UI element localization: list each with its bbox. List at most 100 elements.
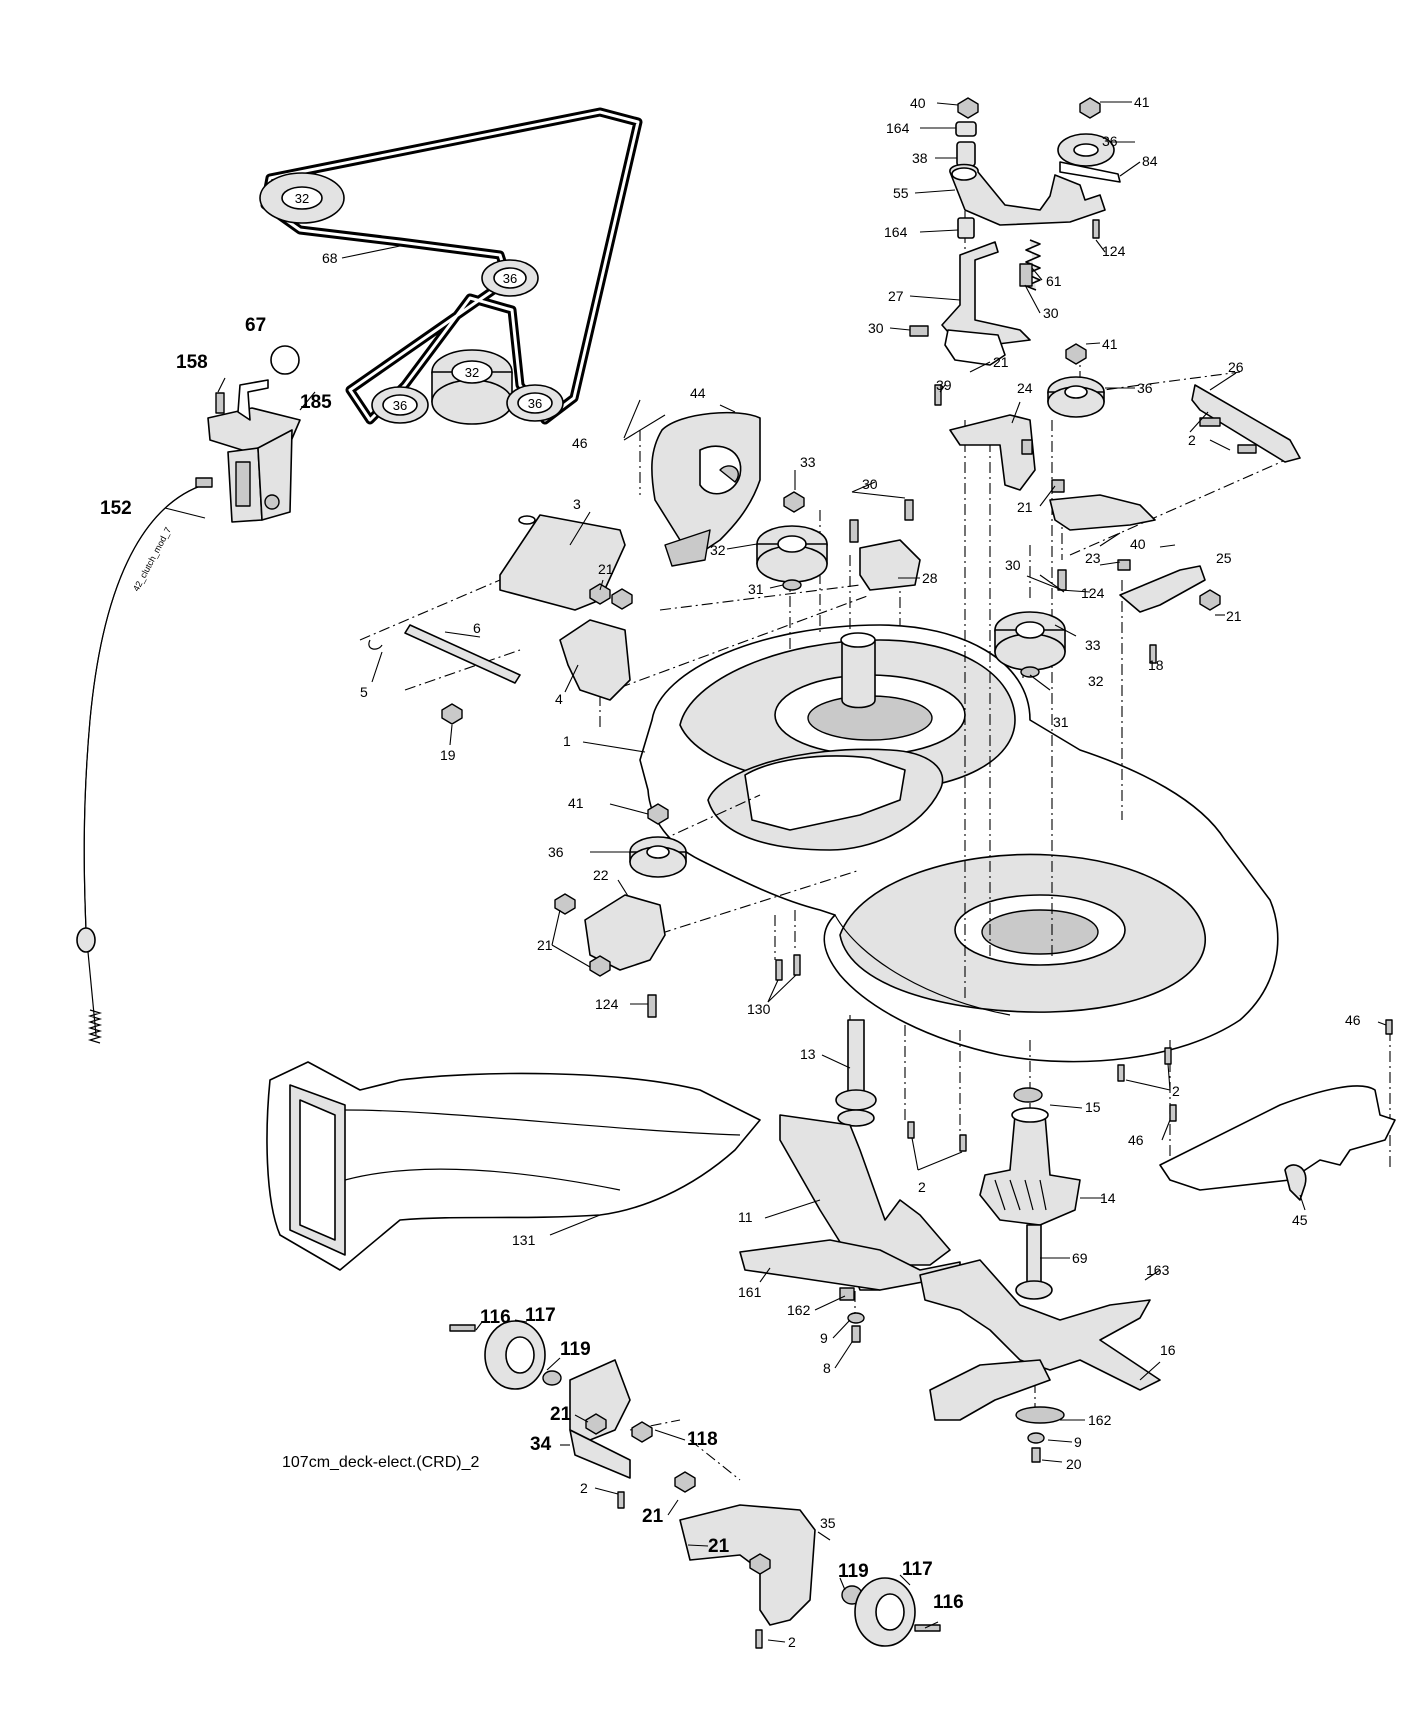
callout-label: 24 xyxy=(1017,380,1033,396)
nut-icon xyxy=(1199,589,1221,611)
callout-label: 3 xyxy=(573,496,581,512)
clutch-cable: 42_clutch_mod_7 xyxy=(76,477,213,1044)
callout-label: 27 xyxy=(888,288,904,304)
callout-label: 2 xyxy=(788,1634,796,1650)
nut-icon xyxy=(441,703,463,725)
callout-label: 11 xyxy=(738,1209,753,1225)
deflector-45 xyxy=(1159,1019,1396,1201)
callout-label: 30 xyxy=(1005,557,1021,573)
callout-label: 36 xyxy=(548,844,564,860)
cable-tag: 42_clutch_mod_7 xyxy=(131,525,173,592)
spindle-housing-14 xyxy=(979,1087,1081,1226)
callout-label: 164 xyxy=(886,120,910,136)
callout-label: 21 xyxy=(537,937,553,953)
nut-icon xyxy=(589,955,611,977)
callout-label: 21 xyxy=(642,1506,664,1527)
callout-label: 26 xyxy=(1228,359,1244,375)
clutch-bracket xyxy=(207,345,301,523)
blade-163 xyxy=(919,1259,1161,1463)
callout-label: 40 xyxy=(910,95,926,111)
callout-label: 158 xyxy=(176,352,208,373)
nut-icon xyxy=(1079,97,1101,119)
callout-label: 18 xyxy=(1148,657,1164,673)
nut-icon xyxy=(749,1553,771,1575)
callout-label: 131 xyxy=(512,1232,536,1248)
callout-label: 55 xyxy=(893,185,909,201)
callout-label: 41 xyxy=(568,795,584,811)
callout-label: 46 xyxy=(1128,1132,1144,1148)
belt-assembly: 32 36 32 36 36 xyxy=(259,107,643,425)
callout-label: 1 xyxy=(563,733,571,749)
nut-icon xyxy=(611,588,633,610)
callout-label: 33 xyxy=(1085,637,1101,653)
spindle-shaft-13 xyxy=(835,1019,877,1127)
callout-label: 68 xyxy=(322,250,338,266)
bracket-26 xyxy=(1191,384,1301,463)
nut-icon xyxy=(589,583,611,605)
callout-label: 19 xyxy=(440,747,456,763)
callout-label: 39 xyxy=(936,377,952,393)
callout-label: 21 xyxy=(708,1536,730,1557)
callout-label: 21 xyxy=(993,354,1009,370)
callout-label: 41 xyxy=(1102,336,1118,352)
callout-label: 32 xyxy=(710,542,726,558)
callout-label: 13 xyxy=(800,1046,816,1062)
callout-label: 163 xyxy=(1146,1262,1170,1278)
gauge-wheel-left xyxy=(449,1320,653,1509)
callout-label: 16 xyxy=(1160,1342,1176,1358)
svg-text:32: 32 xyxy=(465,365,479,380)
idler-pulley-36-upper xyxy=(1047,343,1105,418)
pulley-icon: 36 xyxy=(371,386,429,424)
pulley-icon: 36 xyxy=(506,384,564,422)
callout-label: 9 xyxy=(820,1330,828,1346)
callout-label: 124 xyxy=(595,996,619,1012)
callout-label: 32 xyxy=(1088,673,1104,689)
callout-label: 6 xyxy=(473,620,481,636)
rod-6 xyxy=(368,624,521,684)
callout-label: 119 xyxy=(838,1561,869,1582)
callout-label: 67 xyxy=(245,315,266,336)
callout-label: 119 xyxy=(560,1339,591,1360)
pulley-32-left xyxy=(756,491,914,591)
callout-label: 161 xyxy=(738,1284,762,1300)
spindle-shaft-69 xyxy=(1015,1224,1053,1300)
gauge-wheel-right xyxy=(674,1471,941,1649)
callout-label: 34 xyxy=(530,1434,552,1455)
bracket-4 xyxy=(441,583,633,725)
callout-label: 14 xyxy=(1100,1190,1116,1206)
leader-lines xyxy=(164,101,1387,1643)
nut-icon xyxy=(585,1413,607,1435)
callout-label: 31 xyxy=(748,581,764,597)
callout-label: 164 xyxy=(884,224,908,240)
nut-icon xyxy=(554,893,576,915)
callout-label: 117 xyxy=(525,1305,556,1326)
bracket-3 xyxy=(499,514,626,611)
callout-label: 35 xyxy=(820,1515,836,1531)
callout-label: 4 xyxy=(555,691,563,707)
callout-label: 116 xyxy=(933,1592,964,1613)
callout-label: 162 xyxy=(787,1302,811,1318)
svg-text:36: 36 xyxy=(503,271,517,286)
svg-text:36: 36 xyxy=(528,396,542,411)
pulley-36-left xyxy=(629,803,687,878)
nut-icon xyxy=(674,1471,696,1493)
callout-label: 61 xyxy=(1046,273,1062,289)
callout-label: 22 xyxy=(593,867,609,883)
idler-arm-assembly xyxy=(909,97,1121,406)
blade-adaptor-11 xyxy=(779,1114,951,1291)
callout-label: 30 xyxy=(868,320,884,336)
callout-label: 45 xyxy=(1292,1212,1308,1228)
callout-label: 21 xyxy=(550,1404,572,1425)
callout-label: 185 xyxy=(300,392,332,413)
callout-label: 130 xyxy=(747,1001,771,1017)
callout-labels: 40 41 164 36 84 38 55 164 124 61 27 30 3… xyxy=(100,94,1361,1650)
callout-label: 31 xyxy=(1053,714,1069,730)
callout-label: 162 xyxy=(1088,1412,1112,1428)
mower-deck-housing xyxy=(639,624,1279,1063)
callout-label: 41 xyxy=(1134,94,1150,110)
callout-label: 33 xyxy=(800,454,816,470)
callout-label: 118 xyxy=(687,1429,718,1450)
nut-icon xyxy=(957,97,979,119)
callout-label: 2 xyxy=(918,1179,926,1195)
